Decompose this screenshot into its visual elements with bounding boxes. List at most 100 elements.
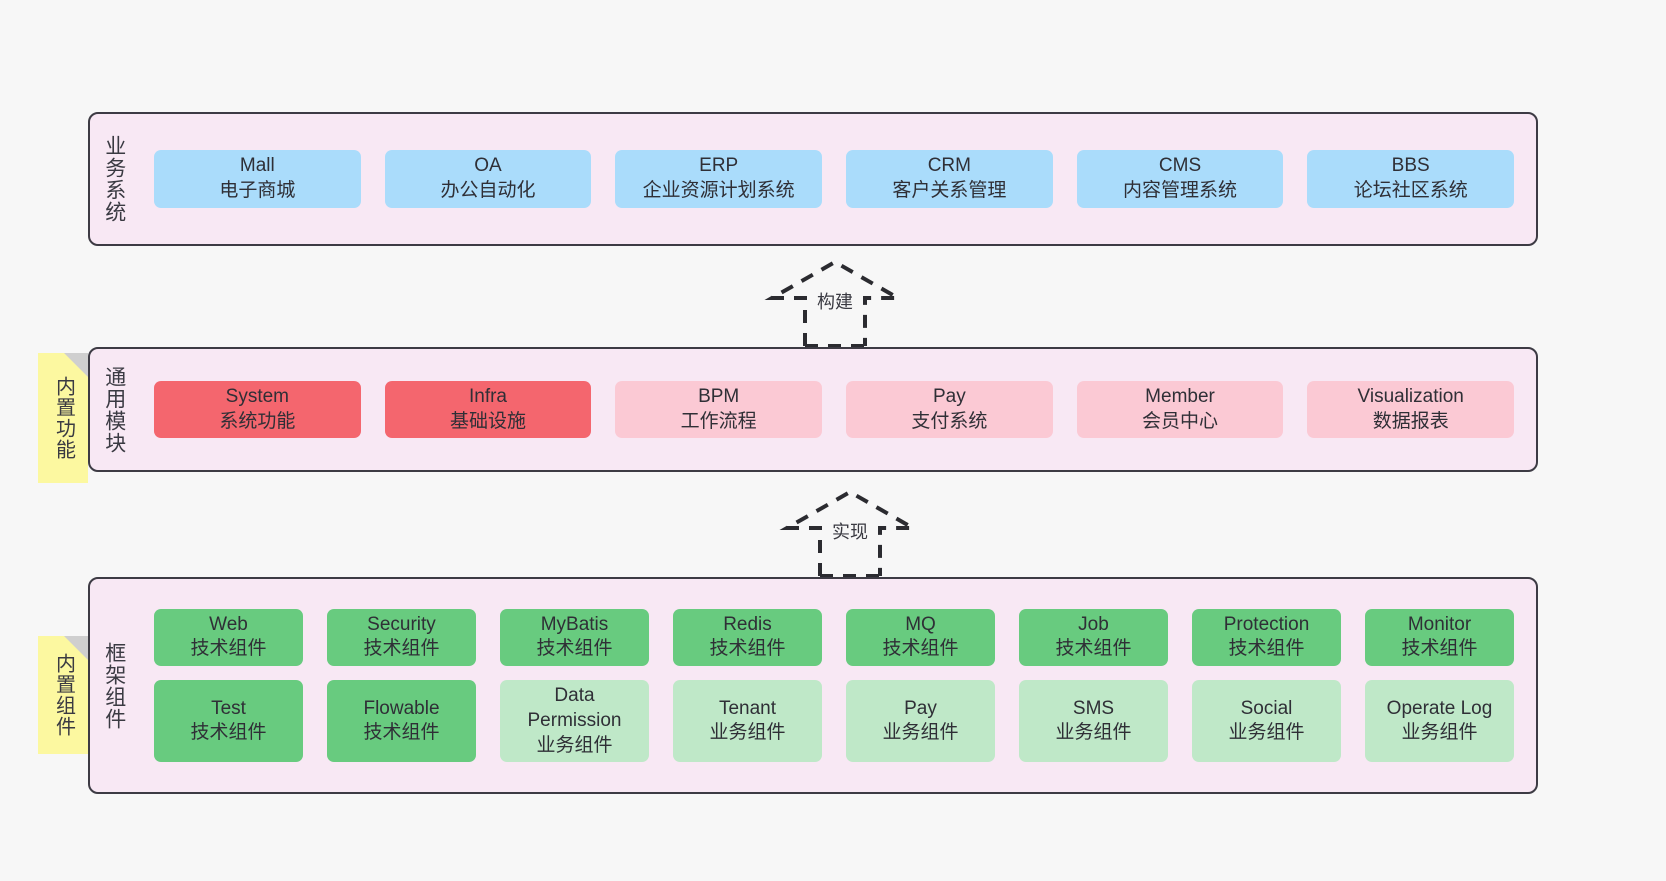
node-tenant[interactable]: Tenant 业务组件	[673, 680, 822, 763]
layer-body-common-module: System 系统功能 Infra 基础设施 BPM 工作流程 Pay 支付系统…	[138, 349, 1536, 470]
node-label-en: MyBatis	[540, 613, 609, 635]
node-protection[interactable]: Protection 技术组件	[1192, 608, 1341, 667]
sticky-note-label: 内置组件	[52, 653, 75, 737]
node-label-cn: 业务组件	[1401, 722, 1478, 744]
node-label-en: Monitor	[1407, 613, 1472, 635]
node-label-en: Flowable	[363, 697, 440, 719]
node-member[interactable]: Member 会员中心	[1076, 380, 1284, 439]
node-label-cn: 基础设施	[450, 410, 527, 432]
node-social[interactable]: Social 业务组件	[1192, 680, 1341, 763]
node-label-en: System	[225, 385, 290, 407]
node-label-cn: 内容管理系统	[1123, 180, 1238, 201]
node-label-en: CRM	[927, 155, 971, 177]
layer-title-common-module: 通用模块	[102, 365, 126, 454]
node-label-cn: 技术组件	[1228, 638, 1305, 660]
node-flowable[interactable]: Flowable 技术组件	[327, 680, 476, 763]
node-label-cn: 业务组件	[882, 722, 959, 744]
node-label-en: Social	[1240, 697, 1293, 719]
framework-row-business: Test 技术组件 Flowable 技术组件 Data Permission …	[142, 680, 1526, 763]
node-label-cn: 业务组件	[709, 722, 786, 744]
node-label-en: Mall	[239, 155, 275, 177]
node-web[interactable]: Web 技术组件	[154, 608, 303, 667]
arrow-implement-shape	[779, 489, 921, 578]
node-test[interactable]: Test 技术组件	[154, 680, 303, 763]
node-system[interactable]: System 系统功能	[154, 380, 361, 439]
node-label-cn: 数据报表	[1372, 410, 1449, 432]
node-bpm[interactable]: BPM 工作流程	[615, 380, 823, 439]
node-pay-component[interactable]: Pay 业务组件	[846, 680, 995, 763]
node-redis[interactable]: Redis 技术组件	[673, 608, 822, 667]
layer-title-business-system: 业务系统	[102, 135, 126, 223]
node-label-en: Member	[1145, 385, 1215, 407]
node-label-en: Tenant	[718, 697, 777, 719]
node-label-cn: 技术组件	[190, 638, 267, 660]
node-mq[interactable]: MQ 技术组件	[846, 608, 995, 667]
node-label-en: Web	[209, 613, 248, 635]
node-label-en: ERP	[699, 155, 739, 177]
node-label-en: OA	[474, 155, 502, 177]
node-label-en: Pay	[904, 697, 937, 719]
node-label-cn: 技术组件	[190, 722, 267, 744]
node-label-cn: 办公自动化	[440, 180, 536, 201]
node-label-en: Job	[1078, 613, 1109, 635]
node-label-cn: 客户关系管理	[892, 180, 1007, 201]
node-label-cn: 技术组件	[882, 638, 959, 660]
node-label-en: Visualization	[1357, 385, 1464, 407]
node-label-en: CMS	[1158, 155, 1202, 177]
node-label-cn: 业务组件	[536, 734, 613, 756]
node-label-cn: 技术组件	[536, 638, 613, 660]
node-job[interactable]: Job 技术组件	[1019, 608, 1168, 667]
layer-body-framework-component: Web 技术组件 Security 技术组件 MyBatis 技术组件 Redi…	[138, 579, 1536, 792]
framework-row-tech: Web 技术组件 Security 技术组件 MyBatis 技术组件 Redi…	[142, 608, 1526, 667]
node-label-cn: 支付系统	[911, 410, 988, 432]
sticky-note-builtin-component: 内置组件	[38, 636, 88, 754]
node-mall[interactable]: Mall 电子商城	[154, 150, 361, 208]
node-erp[interactable]: ERP 企业资源计划系统	[615, 150, 823, 208]
node-label-cn: 技术组件	[1401, 638, 1478, 660]
node-label-cn: 会员中心	[1142, 410, 1219, 432]
node-label-en: Pay	[932, 385, 966, 407]
node-label-en: MQ	[905, 613, 936, 635]
layer-body-business-system: Mall 电子商城 OA 办公自动化 ERP 企业资源计划系统 CRM 客户关系…	[138, 114, 1536, 244]
node-label-cn: 技术组件	[363, 722, 440, 744]
layer-title-framework-component: 框架组件	[102, 641, 126, 730]
node-pay[interactable]: Pay 支付系统	[846, 380, 1053, 439]
node-label-cn: 企业资源计划系统	[642, 180, 795, 201]
node-data-permission[interactable]: Data Permission 业务组件	[500, 680, 649, 763]
arrow-build-shape	[764, 259, 906, 348]
layer-framework-component: 框架组件 Web 技术组件 Security 技术组件 MyBatis 技术组件…	[88, 577, 1538, 794]
node-label-cn: 技术组件	[363, 638, 440, 660]
arrow-build-label: 构建	[817, 292, 853, 312]
sticky-note-builtin-function: 内置功能	[38, 353, 88, 483]
generalization-arrow-build: 构建	[760, 258, 910, 350]
node-label-en: Protection	[1223, 613, 1310, 635]
node-label-cn: 业务组件	[1055, 722, 1132, 744]
node-crm[interactable]: CRM 客户关系管理	[846, 150, 1053, 208]
generalization-arrow-implement: 实现	[775, 488, 925, 580]
node-label-cn: 论坛社区系统	[1353, 180, 1468, 201]
node-oa[interactable]: OA 办公自动化	[384, 150, 592, 208]
node-infra[interactable]: Infra 基础设施	[384, 380, 592, 439]
node-visualization[interactable]: Visualization 数据报表	[1307, 380, 1515, 439]
node-label-en: BBS	[1391, 155, 1430, 177]
node-label-cn: 系统功能	[219, 410, 296, 432]
node-label-en: Redis	[723, 613, 772, 635]
node-label-cn: 技术组件	[709, 638, 786, 660]
node-monitor[interactable]: Monitor 技术组件	[1365, 608, 1514, 667]
layer-business-system: 业务系统 Mall 电子商城 OA 办公自动化 ERP 企业资源计划系统 CRM…	[88, 112, 1538, 246]
node-cms[interactable]: CMS 内容管理系统	[1076, 150, 1284, 208]
node-label-en: Infra	[468, 385, 508, 407]
node-label-cn: 电子商城	[219, 180, 296, 201]
note-fold-corner-icon	[64, 353, 88, 377]
node-label-en: Data Permission	[527, 685, 622, 731]
node-label-en: Test	[211, 697, 246, 719]
node-bbs[interactable]: BBS 论坛社区系统	[1307, 150, 1515, 208]
node-sms[interactable]: SMS 业务组件	[1019, 680, 1168, 763]
node-label-en: Operate Log	[1386, 697, 1493, 719]
node-label-cn: 技术组件	[1055, 638, 1132, 660]
node-operate-log[interactable]: Operate Log 业务组件	[1365, 680, 1514, 763]
node-security[interactable]: Security 技术组件	[327, 608, 476, 667]
node-label-en: SMS	[1072, 697, 1115, 719]
node-mybatis[interactable]: MyBatis 技术组件	[500, 608, 649, 667]
